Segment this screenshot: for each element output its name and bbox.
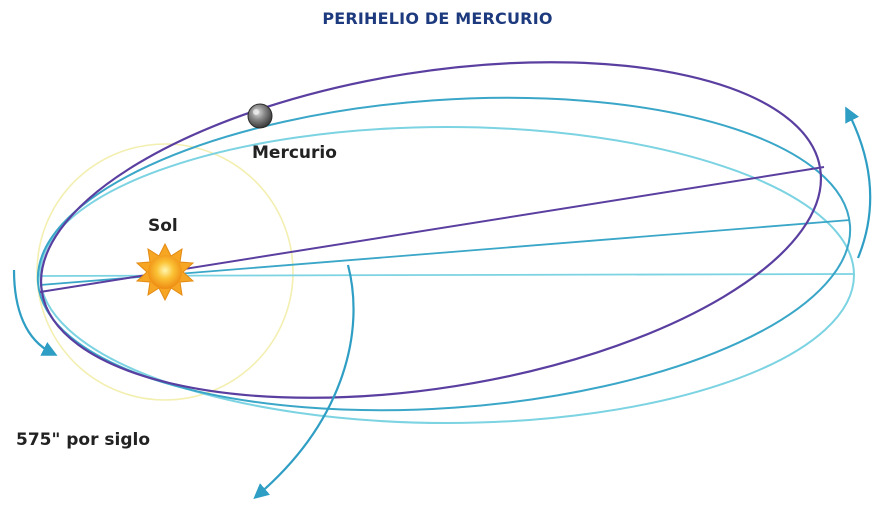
- sun-label: Sol: [148, 216, 178, 236]
- precession-arrow-right: [845, 106, 872, 259]
- mercury-label: Mercurio: [252, 143, 337, 163]
- diagram-title: PERIHELIO DE MERCURIO: [322, 9, 553, 28]
- precession-rate-label: 575" por siglo: [16, 430, 151, 450]
- sun-icon: [135, 242, 195, 302]
- precession-arrow-left: [12, 269, 58, 356]
- sun-halo-ring: [36, 143, 294, 401]
- precession-arrow-bottom: [253, 264, 355, 500]
- planet-icon: [247, 103, 273, 129]
